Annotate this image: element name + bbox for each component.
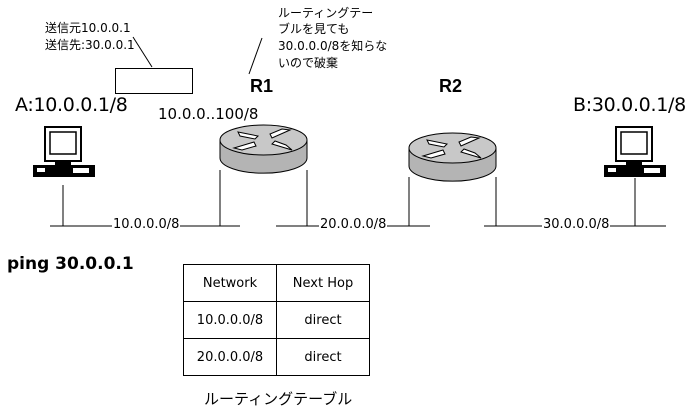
router-r1-name: R1 bbox=[250, 76, 274, 96]
packet-box bbox=[115, 68, 193, 94]
network-label-10: 10.0.0.0/8 bbox=[112, 217, 181, 232]
header-network: Network bbox=[183, 264, 277, 302]
router-r2-name: R2 bbox=[439, 76, 463, 96]
table-row: 20.0.0.0/8 direct bbox=[183, 338, 370, 376]
cell-network: 20.0.0.0/8 bbox=[183, 338, 277, 376]
network-label-20: 20.0.0.0/8 bbox=[319, 217, 388, 232]
routing-table-caption: ルーティングテーブル bbox=[204, 390, 353, 408]
router-callout-line bbox=[248, 37, 263, 75]
router-callout-line-2: ブルを見ても bbox=[278, 22, 350, 36]
host-b-label: B:30.0.0.1/8 bbox=[573, 94, 686, 116]
r1-interface-label: 10.0.0..100/8 bbox=[158, 105, 259, 123]
host-b-computer-icon bbox=[604, 126, 666, 177]
table-row: 10.0.0.0/8 direct bbox=[183, 301, 370, 339]
router-callout-line-3: 30.0.0.0/8を知らな bbox=[278, 39, 388, 53]
router-r2-icon bbox=[408, 132, 497, 182]
host-a-computer-icon bbox=[33, 126, 95, 177]
router-r1-icon bbox=[219, 124, 308, 174]
header-next-hop: Next Hop bbox=[276, 264, 370, 302]
cell-network: 10.0.0.0/8 bbox=[183, 301, 277, 339]
routing-table: Network Next Hop 10.0.0.0/8 direct 20.0.… bbox=[183, 264, 370, 376]
router-callout-line-1: ルーティングテー bbox=[278, 6, 374, 20]
router-callout-line-4: いので破棄 bbox=[278, 56, 339, 70]
cell-next-hop: direct bbox=[276, 301, 370, 339]
host-a-label: A:10.0.0.1/8 bbox=[15, 94, 128, 116]
packet-source-text: 送信元10.0.0.1 bbox=[45, 21, 131, 35]
packet-callout-line bbox=[132, 36, 153, 68]
ping-command-text: ping 30.0.0.1 bbox=[7, 254, 134, 274]
cell-next-hop: direct bbox=[276, 338, 370, 376]
ping-command: ping 30.0.0.1 bbox=[7, 254, 134, 274]
network-label-30: 30.0.0.0/8 bbox=[542, 217, 611, 232]
packet-dest-text: 送信先:30.0.0.1 bbox=[45, 38, 135, 52]
routing-table-header: Network Next Hop bbox=[183, 264, 370, 302]
